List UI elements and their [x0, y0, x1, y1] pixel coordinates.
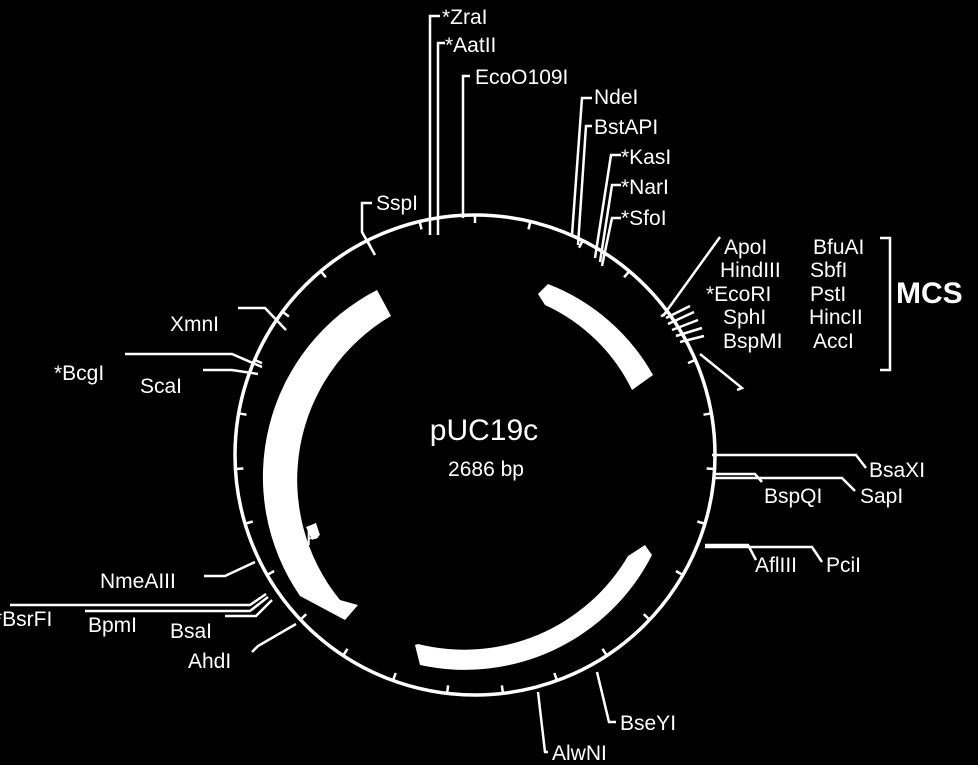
site-label-ecoo109i: EcoO109I: [475, 66, 568, 89]
leader-mcs-1: [661, 236, 722, 317]
tick-mark: [706, 467, 716, 471]
site-label-aatii: *AatII: [445, 34, 496, 57]
mcs-bracket-line: [880, 236, 892, 372]
tick-mark: [675, 569, 685, 577]
tick-mark: [500, 685, 505, 695]
leader-pcii: [705, 545, 824, 563]
leader-bstapi: [576, 124, 592, 246]
leader-sfoi: [600, 216, 621, 267]
mcs-left-2: *EcoRI: [706, 283, 771, 306]
mcs-label: MCS: [896, 277, 963, 310]
site-label-xmni: XmnI: [170, 313, 219, 336]
site-label-nmeaiii: NmeAIII: [100, 570, 176, 593]
leader-mcs-2: [699, 353, 745, 392]
feature-fragment-p: [306, 523, 320, 540]
leader-ahdi: [251, 622, 297, 653]
tick-mark: [265, 569, 275, 577]
site-label-bspqi: BspQI: [764, 485, 822, 508]
callout-lines: [10, 14, 867, 754]
tick-mark: [527, 220, 532, 230]
feature-arcs: [262, 284, 653, 670]
site-label-pcii: PciI: [826, 554, 861, 577]
site-label-bcgi: *BcgI: [54, 362, 104, 385]
site-label-bsaxi: BsaXI: [869, 459, 925, 482]
tick-mark: [642, 613, 652, 622]
leader-xmni: [238, 306, 287, 331]
site-label-afliii: AflIII: [755, 554, 797, 577]
mcs-left-0: ApoI: [724, 236, 767, 259]
leader-bsrfi: [10, 592, 267, 607]
site-label-bpmi: BpmI: [88, 614, 137, 637]
leader-bsaxi: [712, 453, 867, 469]
leader-alwni: [536, 691, 548, 754]
leader-ecoo109i: [461, 74, 470, 218]
tick-mark: [703, 411, 713, 416]
mcs-bracket: [665, 236, 892, 372]
tick-mark: [687, 358, 697, 365]
tick-mark: [341, 648, 349, 658]
tick-mark: [234, 467, 244, 471]
tick-mark: [445, 685, 450, 695]
leader-aatii: [436, 41, 445, 235]
leader-bpmi: [85, 596, 269, 613]
site-label-bsrfi: *BsrFI: [0, 608, 52, 631]
site-label-sapi: SapI: [860, 485, 903, 508]
tick-mark: [623, 269, 631, 279]
feature-arc-ori: [415, 545, 652, 670]
site-label-sfoi: *SfoI: [621, 207, 667, 230]
mcs-right-0: BfuAI: [813, 236, 864, 259]
site-label-alwni: AlwNI: [552, 742, 607, 765]
leader-afliii: [705, 543, 758, 561]
tick-mark: [601, 648, 609, 658]
site-label-bsai: BsaI: [170, 620, 212, 643]
leader-bcgi: [125, 352, 263, 369]
tick-marks: [234, 214, 716, 695]
plasmid-name: pUC19c: [430, 414, 538, 447]
mcs-right-3: HincII: [809, 306, 863, 329]
tick-mark: [553, 672, 559, 682]
site-label-scai: ScaI: [140, 375, 182, 398]
mcs-right-4: AccI: [813, 330, 854, 353]
mcs-right-1: SbfI: [810, 259, 847, 282]
feature-arc-ampr: [262, 290, 391, 620]
site-label-sspi: SspI: [376, 192, 418, 215]
site-label-nari: *NarI: [621, 176, 669, 199]
plasmid-size: 2686 bp: [448, 458, 524, 481]
site-label-bstapi: BstAPI: [594, 116, 658, 139]
tick-mark: [243, 520, 254, 526]
leader-zrai: [428, 14, 440, 235]
tick-mark: [253, 358, 263, 365]
mcs-left-3: SphI: [723, 306, 766, 329]
mcs-left-1: HindIII: [720, 259, 781, 282]
leader-scai: [203, 368, 259, 376]
leader-bsai: [225, 599, 273, 618]
tick-mark: [298, 613, 308, 622]
site-label-ndei: NdeI: [594, 86, 638, 109]
feature-arc-lacz: [538, 284, 653, 390]
tick-mark: [237, 411, 247, 416]
mcs-left-4: BspMI: [723, 330, 783, 353]
leader-sspi: [360, 201, 377, 256]
tick-mark: [280, 310, 290, 318]
tick-mark: [391, 672, 397, 682]
leader-kasi: [593, 153, 621, 259]
site-label-ahdi: AhdI: [188, 650, 231, 673]
tick-mark: [696, 520, 707, 526]
site-label-bseyi: BseYI: [620, 712, 676, 735]
tick-mark: [577, 239, 585, 249]
leader-bseyi: [595, 671, 616, 724]
site-label-zrai: *ZraI: [442, 6, 488, 29]
site-label-kasi: *KasI: [621, 146, 671, 169]
feature-label-p: P: [306, 527, 320, 550]
leader-bspqi: [714, 472, 763, 483]
leader-nmeaiii: [204, 560, 256, 578]
leader-nari: [598, 183, 621, 263]
tick-mark: [319, 269, 327, 279]
tick-mark: [418, 220, 423, 230]
leader-sapi: [714, 476, 856, 492]
mcs-right-2: PstI: [810, 283, 846, 306]
leader-ndei: [570, 96, 592, 236]
